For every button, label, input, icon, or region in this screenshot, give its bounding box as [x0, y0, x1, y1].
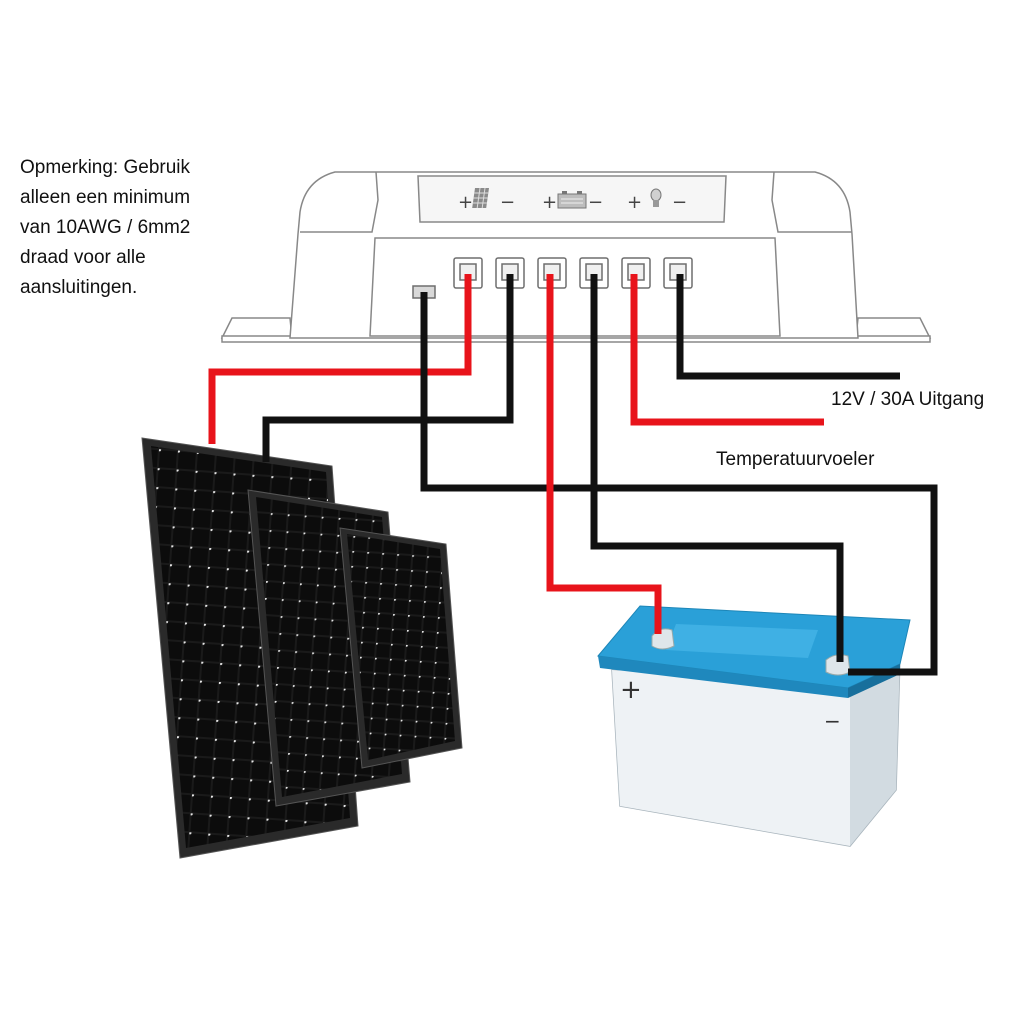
- wire-battery-negative: [590, 274, 844, 662]
- wire-temp-sensor: [420, 292, 938, 676]
- terminal-group-battery: + −: [542, 191, 603, 213]
- battery-minus-mark: −: [824, 709, 841, 733]
- terminal-plus-label: +: [542, 192, 557, 213]
- note-line: alleen een minimum: [20, 187, 191, 208]
- note-line: draad voor alle: [20, 247, 146, 268]
- output-label: 12V / 30A Uitgang: [831, 389, 985, 410]
- bulb-icon: [650, 188, 662, 207]
- wire-solar-negative: [262, 274, 514, 462]
- terminal-minus-label: −: [588, 192, 603, 213]
- terminal-minus-label: −: [672, 192, 687, 213]
- battery: + −: [597, 605, 911, 847]
- terminal-plus-label: +: [627, 192, 642, 213]
- wire-gauge-note: Opmerking: Gebruik alleen een minimum va…: [20, 153, 220, 303]
- terminal-group-solar: + −: [458, 188, 515, 213]
- terminal-minus-label: −: [500, 192, 515, 213]
- solar-panel-icon: [472, 188, 489, 208]
- temperature-sensor-label: Temperatuurvoeler: [716, 449, 875, 470]
- note-line: Opmerking: Gebruik: [20, 157, 191, 178]
- battery-plus-mark: +: [620, 675, 642, 705]
- note-line: van 10AWG / 6mm2: [20, 217, 191, 238]
- wire-battery-positive: [546, 274, 662, 634]
- note-line: aansluitingen.: [20, 277, 138, 298]
- terminal-group-load: + −: [627, 188, 687, 213]
- wire-load-positive: [630, 274, 824, 426]
- wires: [208, 274, 938, 676]
- solar-panel-back: [339, 527, 463, 769]
- wire-load-negative: [676, 274, 900, 380]
- wire-solar-positive: [208, 274, 472, 444]
- battery-icon: [557, 191, 587, 209]
- terminal-plus-label: +: [458, 192, 473, 213]
